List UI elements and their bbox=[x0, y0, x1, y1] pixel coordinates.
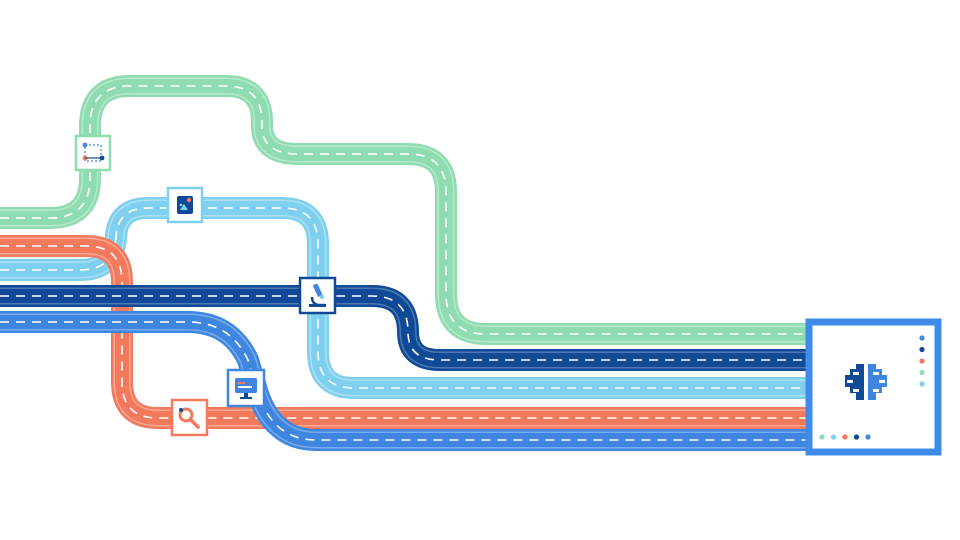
hub-indicator-dot bbox=[830, 434, 837, 440]
search-node[interactable] bbox=[170, 398, 209, 437]
hub-indicator-dot bbox=[842, 434, 848, 440]
hub-indicator-dot bbox=[919, 335, 925, 341]
image-icon bbox=[177, 196, 193, 214]
hub-indicator-dot bbox=[865, 434, 871, 440]
monitor-node[interactable] bbox=[226, 368, 266, 408]
diagram-node[interactable] bbox=[74, 134, 112, 172]
hub-right-dots bbox=[919, 335, 925, 387]
hub-indicator-dot bbox=[919, 346, 925, 353]
monitor-icon bbox=[235, 378, 257, 399]
brain-hub[interactable] bbox=[805, 318, 942, 456]
diagram-icon bbox=[82, 142, 105, 162]
microscope-icon bbox=[309, 283, 326, 307]
hub-indicator-dot bbox=[919, 358, 925, 364]
microscope-node[interactable] bbox=[298, 276, 337, 315]
hub-bottom-dots bbox=[819, 434, 871, 440]
hub-indicator-dot bbox=[819, 434, 825, 440]
image-node[interactable] bbox=[166, 186, 204, 224]
search-icon bbox=[178, 407, 200, 429]
navy-road bbox=[0, 285, 810, 371]
brain-circuit-icon bbox=[845, 364, 887, 400]
hub-indicator-dot bbox=[919, 381, 925, 387]
hub-indicator-dot bbox=[853, 434, 860, 440]
green-road bbox=[0, 75, 810, 345]
hub-indicator-dot bbox=[919, 369, 925, 376]
